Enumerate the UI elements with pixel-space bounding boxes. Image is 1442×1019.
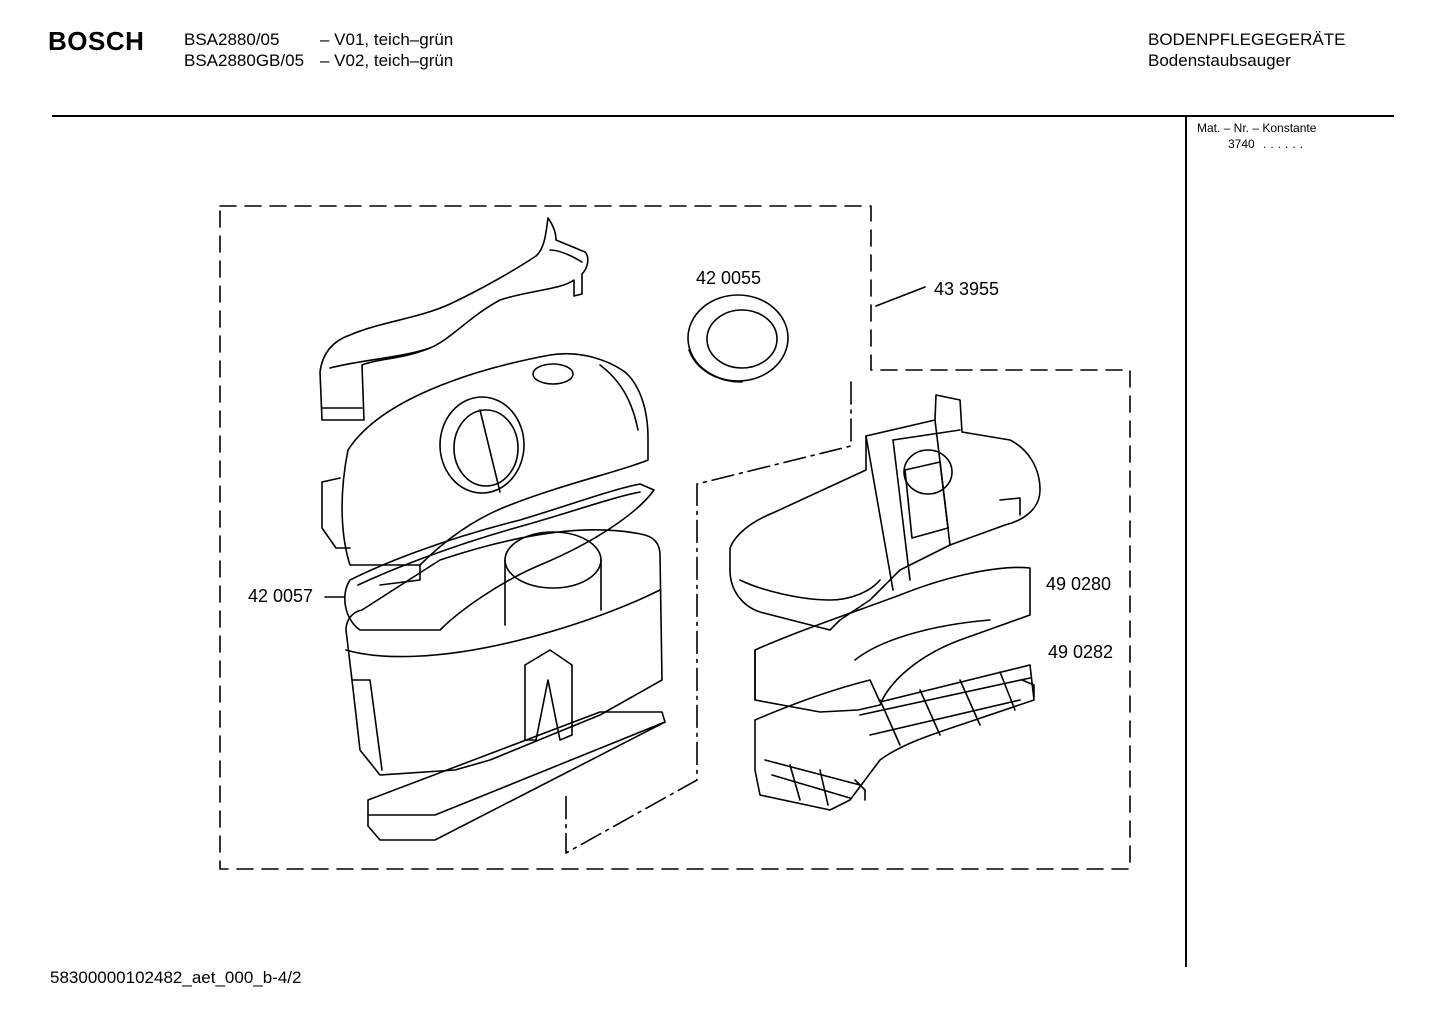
container-base-part	[367, 711, 666, 841]
model-code-2: BSA2880GB/05	[184, 51, 305, 70]
model-variant-1: – V01, teich–grün	[320, 30, 454, 49]
part-label-490280: 49 0280	[1046, 574, 1111, 594]
model-variant-2: – V02, teich–grün	[320, 51, 454, 70]
brand-logo: BOSCH	[48, 26, 145, 56]
filter-grid-part	[754, 664, 1035, 811]
header-divider	[52, 115, 1394, 117]
part-label-420057: 42 0057	[248, 586, 313, 606]
seal-gasket-part	[344, 483, 655, 631]
handle-part	[319, 217, 589, 421]
part-label-420055: 42 0055	[696, 268, 761, 288]
subcategory-title: Bodenstaubsauger	[1148, 51, 1291, 70]
material-label: Mat. – Nr. – Konstante	[1197, 121, 1317, 135]
lid-part	[321, 352, 649, 586]
material-dots: ......	[1263, 137, 1308, 151]
dust-container-part	[345, 529, 663, 776]
assembly-outline	[219, 205, 1131, 870]
category-title: BODENPFLEGEGERÄTE	[1148, 30, 1346, 49]
part-label-490282: 49 0282	[1048, 642, 1113, 662]
side-divider	[1185, 117, 1187, 967]
material-value: 3740	[1228, 137, 1255, 151]
separation-line	[565, 381, 852, 854]
filter-foam-part	[754, 566, 1031, 713]
document-id: 58300000102482_aet_000_b-4/2	[50, 968, 302, 987]
part-label-433955: 43 3955	[934, 279, 999, 299]
ring-gasket-part	[687, 294, 789, 383]
model-code-1: BSA2880/05	[184, 30, 280, 49]
frame-part	[729, 394, 1041, 631]
leader-433955	[875, 286, 926, 307]
